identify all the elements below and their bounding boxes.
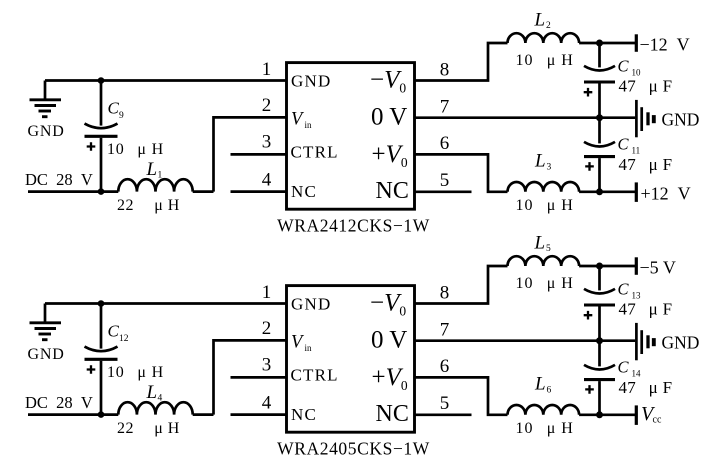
svg-text:2: 2	[262, 318, 272, 339]
svg-text:5: 5	[440, 393, 450, 414]
svg-text:5: 5	[546, 244, 551, 254]
svg-text:GND: GND	[28, 123, 65, 140]
svg-text:7: 7	[440, 96, 450, 117]
svg-text:2: 2	[262, 95, 272, 116]
svg-text:in: in	[305, 343, 313, 353]
svg-text:GND: GND	[291, 295, 331, 314]
svg-text:4: 4	[158, 394, 163, 404]
svg-text:L: L	[146, 159, 158, 180]
svg-text:8: 8	[440, 283, 450, 304]
svg-text:L: L	[534, 233, 546, 254]
svg-text:C: C	[618, 135, 630, 154]
svg-text:4: 4	[262, 392, 272, 413]
svg-text:NC: NC	[291, 182, 317, 201]
svg-text:6: 6	[547, 385, 552, 395]
svg-text:L: L	[146, 382, 158, 403]
svg-text:C: C	[618, 57, 630, 76]
svg-text:C: C	[108, 322, 120, 341]
svg-text:8: 8	[440, 60, 450, 81]
svg-text:WRA2412CKS−1W: WRA2412CKS−1W	[277, 215, 430, 235]
svg-text:GND: GND	[662, 109, 700, 129]
svg-text:3: 3	[262, 132, 272, 153]
svg-text:−12 V: −12 V	[640, 35, 690, 55]
svg-text:7: 7	[440, 319, 450, 340]
svg-text:10: 10	[632, 68, 642, 78]
svg-text:14: 14	[632, 369, 642, 379]
svg-text:1: 1	[262, 59, 272, 80]
svg-text:NC: NC	[291, 405, 317, 424]
svg-text:10 μ H: 10 μ H	[516, 420, 574, 437]
svg-text:10 μ H: 10 μ H	[516, 52, 574, 69]
svg-text:+12 V: +12 V	[641, 183, 691, 203]
svg-text:L: L	[534, 10, 546, 31]
svg-text:GND: GND	[28, 346, 65, 363]
svg-text:22 μ H: 22 μ H	[117, 197, 180, 214]
svg-text:1: 1	[262, 282, 272, 303]
svg-text:V: V	[641, 403, 656, 425]
svg-text:L: L	[534, 374, 546, 395]
svg-text:CTRL: CTRL	[291, 143, 339, 162]
svg-text:V: V	[291, 109, 305, 129]
svg-text:11: 11	[632, 146, 641, 156]
svg-text:L: L	[534, 151, 546, 172]
svg-text:C: C	[108, 99, 120, 118]
svg-text:cc: cc	[653, 415, 662, 426]
svg-text:47 μ F: 47 μ F	[619, 378, 673, 397]
svg-text:in: in	[305, 120, 313, 130]
svg-text:0 V: 0 V	[371, 104, 407, 131]
svg-text:GND: GND	[291, 72, 331, 91]
svg-text:DC 28 V: DC 28 V	[25, 170, 93, 189]
svg-text:GND: GND	[662, 332, 700, 352]
svg-text:12: 12	[119, 334, 129, 344]
svg-text:3: 3	[547, 162, 552, 172]
svg-text:C: C	[618, 358, 630, 377]
svg-text:6: 6	[440, 356, 450, 377]
svg-text:22 μ H: 22 μ H	[117, 420, 180, 437]
svg-text:WRA2405CKS−1W: WRA2405CKS−1W	[277, 438, 430, 458]
svg-text:DC 28 V: DC 28 V	[25, 393, 93, 412]
svg-text:47 μ F: 47 μ F	[619, 77, 673, 96]
svg-text:10 μ H: 10 μ H	[516, 197, 574, 214]
svg-text:0 V: 0 V	[371, 327, 407, 354]
svg-text:4: 4	[262, 169, 272, 190]
svg-text:NC: NC	[376, 401, 409, 427]
svg-text:CTRL: CTRL	[291, 366, 339, 385]
svg-text:1: 1	[158, 171, 163, 181]
svg-text:9: 9	[119, 111, 124, 121]
svg-text:6: 6	[440, 133, 450, 154]
svg-text:10 μ H: 10 μ H	[516, 275, 574, 292]
svg-text:5: 5	[440, 170, 450, 191]
svg-text:C: C	[618, 280, 630, 299]
svg-text:−5 V: −5 V	[640, 258, 676, 278]
svg-text:−V0: −V0	[370, 67, 406, 96]
svg-text:47 μ F: 47 μ F	[619, 300, 673, 319]
svg-text:47 μ F: 47 μ F	[619, 155, 673, 174]
svg-text:10 μ H: 10 μ H	[107, 364, 164, 381]
svg-text:2: 2	[546, 21, 551, 31]
svg-text:13: 13	[632, 291, 642, 301]
svg-text:NC: NC	[376, 178, 409, 204]
svg-text:10 μ H: 10 μ H	[107, 141, 164, 158]
svg-text:3: 3	[262, 355, 272, 376]
svg-text:V: V	[291, 332, 305, 352]
